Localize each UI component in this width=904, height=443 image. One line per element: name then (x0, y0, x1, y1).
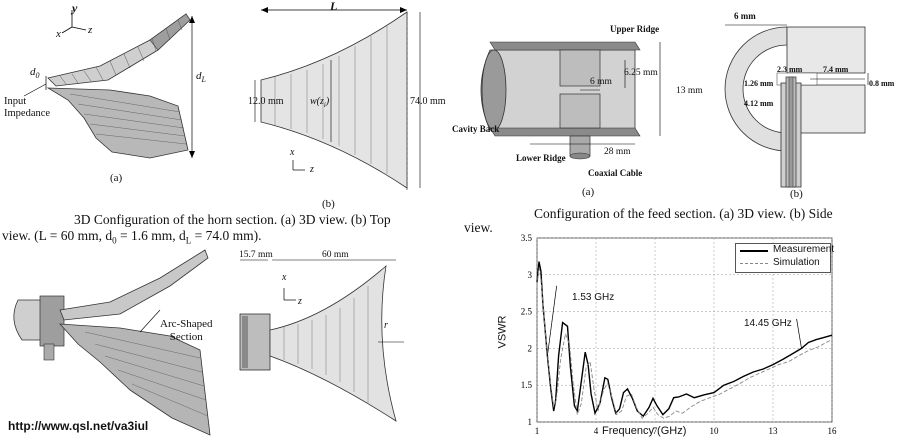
lower-ridge-label: Lower Ridge (516, 153, 566, 163)
feed-3d-figure (480, 41, 661, 160)
horn-label-a: (a) (110, 172, 123, 184)
wz-label: w(zi) (310, 96, 330, 109)
feed-dim-13mm: 13 mm (676, 86, 703, 96)
side-dim-126mm: 1.26 mm (744, 79, 774, 88)
chart-xlabel: Frequency (GHz) (602, 425, 687, 437)
side-dim-74mm: 7.4 mm (823, 65, 849, 74)
full-antenna-3d-figure (13, 249, 211, 436)
full-antenna-top-view-figure (239, 259, 404, 422)
full-axis-z: z (298, 296, 302, 307)
x-tick-label: 4 (594, 426, 599, 436)
watermark-url: http://www.qsl.net/va3iul (8, 419, 149, 433)
full-axis-x: x (282, 272, 287, 283)
top-axis-x: x (290, 147, 295, 158)
feed-label-a: (a) (582, 186, 595, 198)
x-tick-label: 16 (828, 426, 838, 436)
full-dim-157mm: 15.7 mm (239, 250, 273, 260)
feed-dim-28mm: 28 mm (604, 147, 631, 157)
annotation-arrow-1445 (796, 318, 802, 349)
side-dim-412mm: 4.12 mm (744, 99, 774, 108)
full-dim-60mm: 60 mm (322, 250, 349, 260)
axis-y-label: y (72, 1, 78, 15)
axis-z-label: z (88, 24, 93, 36)
legend-swatch-measurement (740, 250, 768, 252)
annotation-1445ghz: 14.45 GHz (744, 318, 792, 329)
y-tick-label: 3.5 (521, 233, 533, 243)
y-tick-label: 3 (528, 270, 533, 280)
horn-3d-figure (23, 10, 195, 159)
y-tick-label: 2.5 (521, 307, 533, 317)
x-tick-label: 7 (653, 426, 658, 436)
coaxial-cable-label: Coaxial Cable (588, 168, 643, 178)
d0-label: d0 (30, 66, 40, 81)
input-impedance-label: Input Impedance (4, 96, 51, 119)
feed-label-b: (b) (790, 188, 803, 200)
series-line-simulation (536, 267, 833, 420)
chart-ylabel: VSWR (496, 315, 509, 349)
horn-label-b: (b) (322, 198, 335, 210)
horn-caption-line1: 3D Configuration of the horn section. (a… (74, 212, 391, 227)
legend-label-simulation: Simulation (773, 257, 820, 268)
x-tick-label: 1 (535, 426, 540, 436)
dL-label: dL (196, 70, 206, 85)
y-tick-label: 1.5 (521, 380, 533, 390)
chart-legend: Measurement Simulation (735, 243, 835, 273)
dim-74mm: 74.0 mm (410, 96, 446, 107)
y-tick-label: 1 (528, 417, 533, 427)
full-r-label: r (384, 320, 388, 331)
series-line-measurement (536, 261, 833, 418)
vswr-chart: 1 4 7 10 13 16 1 1.5 2 2.5 3 3.5 (521, 233, 838, 436)
side-dim-6mm: 6 mm (734, 11, 756, 21)
horn-top-view-figure (254, 7, 421, 190)
x-tick-label: 13 (769, 426, 779, 436)
x-tick-label: 10 (710, 426, 720, 436)
L-dimension-label: L (330, 0, 338, 13)
feed-dim-6mm: 6 mm (590, 77, 612, 87)
axis-x-label: x (56, 28, 61, 40)
annotation-153ghz: 1.53 GHz (572, 292, 615, 303)
feed-caption-line1: Configuration of the feed section. (a) 3… (534, 206, 833, 221)
cavity-back-label: Cavity Back (452, 124, 500, 134)
annotation-arrow-153 (547, 285, 558, 356)
side-dim-23mm: 2.3 mm (777, 65, 803, 74)
horn-caption-line2: view. (L = 60 mm, d0 = 1.6 mm, dL = 74.0… (2, 228, 262, 246)
legend-label-measurement: Measurement (773, 244, 835, 255)
upper-ridge-label: Upper Ridge (610, 24, 660, 34)
dim-12mm: 12.0 mm (248, 96, 284, 107)
top-axis-z: z (310, 164, 314, 175)
side-dim-08mm: 0.8 mm (869, 79, 895, 88)
feed-side-view-figure (724, 24, 869, 188)
legend-swatch-simulation (740, 263, 768, 264)
feed-caption-line2: view. (464, 220, 493, 235)
y-tick-label: 2 (528, 343, 533, 353)
feed-dim-625mm: 6.25 mm (624, 68, 658, 78)
